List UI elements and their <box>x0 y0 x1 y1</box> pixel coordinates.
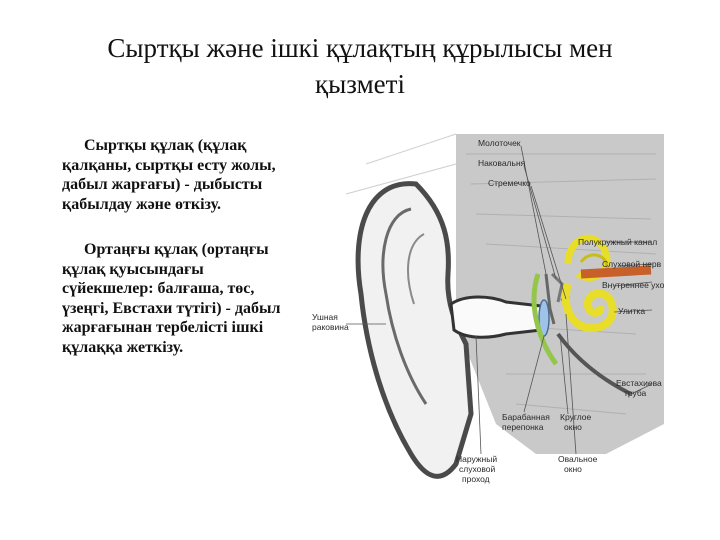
label-incus: Наковальня <box>478 158 526 168</box>
leader-stapes <box>530 185 567 300</box>
para1-line4: қабылдау және өткізу. <box>62 195 222 213</box>
label-oval-window-1: Овальное <box>558 454 598 464</box>
label-cochlea: Улитка <box>618 306 645 316</box>
label-ear-canal-3: проход <box>462 474 490 484</box>
ear-anatomy-svg: Молоточек Наковальня Стремечко Полукружн… <box>312 133 664 484</box>
leader-round-window <box>559 333 569 415</box>
label-nerve: Слуховой нерв <box>602 259 662 269</box>
leader-inner-ear <box>613 281 653 287</box>
para2-line5: жарғағынан тербелісті ішкі <box>62 319 264 336</box>
label-eustachian-1: Евстахиева <box>616 378 662 388</box>
leader-eardrum <box>523 335 545 413</box>
cochlea-spiral <box>561 282 617 333</box>
ear-anatomy-diagram: Молоточек Наковальня Стремечко Полукружн… <box>306 124 664 502</box>
pinna <box>355 181 474 479</box>
ear-canal-tube <box>449 295 543 339</box>
inner-ear <box>561 234 652 333</box>
slide-title: Сыртқы және ішкі құлақтың құрылысы мен қ… <box>60 30 660 102</box>
leader-ear-canal <box>475 335 482 455</box>
leader-cochlea <box>613 309 653 313</box>
para2-line1: Ортаңғы құлақ (ортаңғы <box>84 241 269 258</box>
label-ear-canal-1: Наружный <box>456 454 497 464</box>
leader-eustachian <box>630 383 653 395</box>
para2-line4: үзеңгі, Евстахи түтігі) - дабыл <box>62 299 281 317</box>
para2-line6: құлаққа жеткізу. <box>62 338 184 356</box>
label-eardrum-1: Барабанная <box>502 412 550 422</box>
label-eardrum-2: перепонка <box>502 422 544 432</box>
malleus-bone <box>544 273 556 325</box>
leader-oval-window <box>565 313 577 455</box>
pinna-fold <box>381 207 428 405</box>
eustachian-tube <box>556 332 632 396</box>
tube-green <box>531 273 559 366</box>
label-pinna-2: раковина <box>312 322 349 332</box>
para1-line1: Сыртқы құлақ (құлақ <box>84 137 247 154</box>
label-oval-window-2: окно <box>564 464 582 474</box>
label-malleus: Молоточек <box>478 138 521 148</box>
para1-line3: дабыл жарғағы) - дыбысты <box>62 176 263 193</box>
middle-ear-paragraph: Ортаңғы құлақ (ортаңғы құлақ қуысындағы … <box>62 240 312 357</box>
title-line-1: Сыртқы және ішкі құлақтың құрылысы мен <box>107 33 613 63</box>
outer-ear-paragraph: Сыртқы құлақ (құлақ қалқаны, сыртқы есту… <box>62 136 312 214</box>
label-pinna-1: Ушная <box>312 312 338 322</box>
leader-malleus <box>520 145 547 275</box>
leader-nerve <box>617 263 653 267</box>
description-text: Сыртқы құлақ (құлақ қалқаны, сыртқы есту… <box>62 136 312 383</box>
para1-line2: қалқаны, сыртқы есту жолы, <box>62 156 276 174</box>
pinna-inner-fold <box>407 233 425 305</box>
leader-incus <box>523 165 557 280</box>
label-round-window-2: окно <box>564 422 582 432</box>
ear-canal <box>449 295 543 339</box>
label-inner-ear: Внутреннее ухо <box>602 280 664 290</box>
pinna-outline <box>355 181 474 479</box>
para2-line2: құлақ қуысындағы <box>62 260 204 278</box>
label-semicircular: Полукружный канал <box>578 237 657 247</box>
bone-lines <box>345 133 457 195</box>
leader-lines <box>346 145 653 455</box>
label-ear-canal-2: слуховой <box>459 464 495 474</box>
auditory-nerve <box>580 265 652 279</box>
label-round-window-1: Круглое <box>560 412 592 422</box>
diagram-labels: Молоточек Наковальня Стремечко Полукружн… <box>312 138 664 484</box>
para2-line3: сүйекшелер: балғаша, төс, <box>62 280 255 297</box>
label-eustachian-2: труба <box>624 388 647 398</box>
label-stapes: Стремечко <box>488 178 531 188</box>
title-line-2: қызметі <box>315 69 405 99</box>
